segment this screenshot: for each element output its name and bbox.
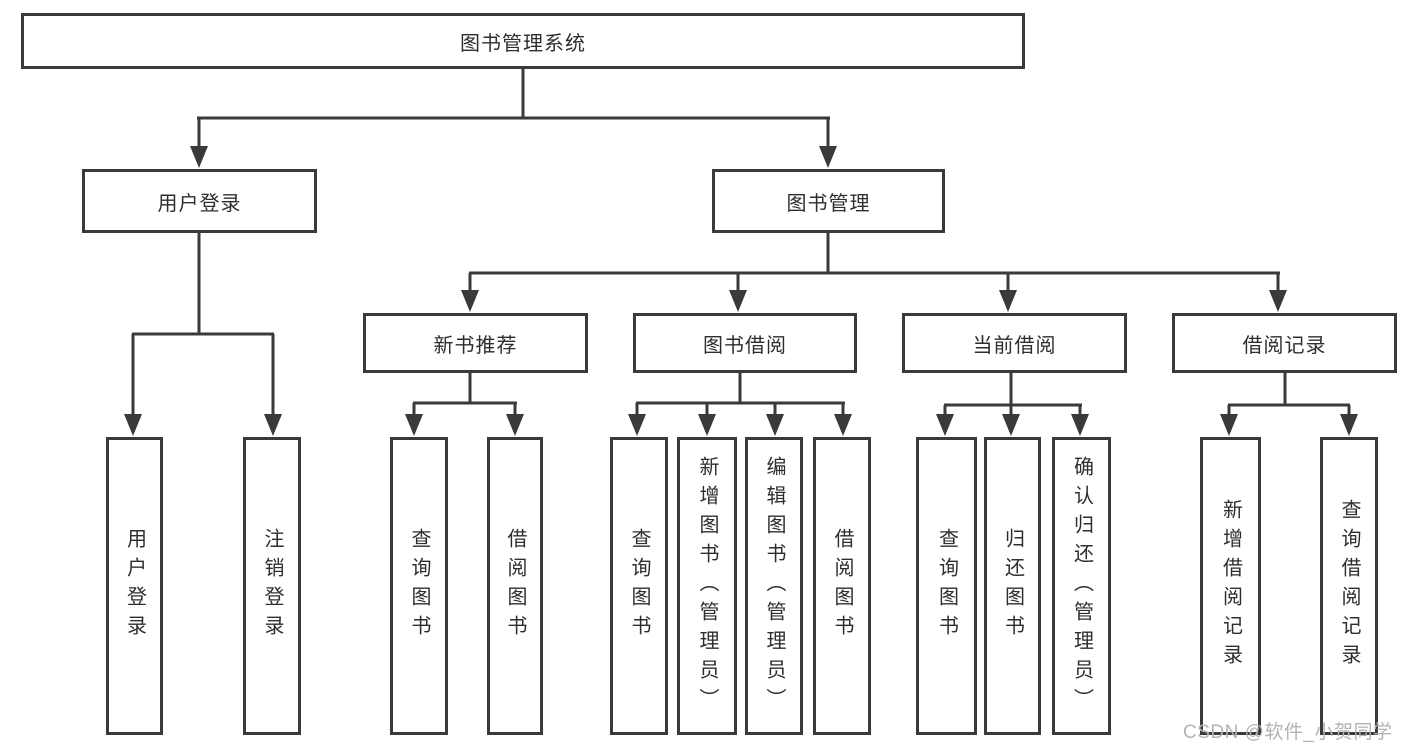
- node-label: 图书管理系统: [460, 32, 586, 55]
- node-label: 图书管理: [786, 192, 871, 215]
- leaf-query-books-current: 查询图书: [916, 437, 977, 735]
- csdn-watermark: CSDN @软件_小贺同学: [1183, 722, 1393, 743]
- node-label: 图书借阅: [703, 334, 787, 357]
- node-borrow-records: 借阅记录: [1172, 313, 1397, 373]
- node-book-borrow: 图书借阅: [633, 313, 857, 373]
- leaf-confirm-return-admin: 确认归还（管理员）: [1052, 437, 1111, 735]
- leaf-label: 确认归还（管理员）: [1070, 455, 1093, 717]
- leaf-label: 查询图书: [628, 528, 650, 644]
- node-label: 借阅记录: [1242, 334, 1327, 357]
- node-label: 新书推荐: [433, 334, 518, 357]
- leaf-label: 新增借阅记录: [1219, 499, 1242, 673]
- node-root-library-system: 图书管理系统: [21, 13, 1025, 69]
- leaf-borrow-books: 借阅图书: [813, 437, 871, 735]
- leaf-label: 借阅图书: [831, 528, 853, 644]
- leaf-add-books-admin: 新增图书（管理员）: [677, 437, 737, 735]
- leaf-label: 借阅图书: [504, 528, 526, 644]
- leaf-logout: 注销登录: [243, 437, 301, 735]
- leaf-user-login: 用户登录: [106, 437, 163, 735]
- leaf-query-books-borrow: 查询图书: [610, 437, 668, 735]
- node-label: 用户登录: [157, 192, 242, 215]
- leaf-label: 新增图书（管理员）: [696, 455, 718, 717]
- leaf-label: 用户登录: [123, 528, 146, 644]
- node-book-management: 图书管理: [712, 169, 945, 233]
- leaf-label: 归还图书: [1001, 528, 1024, 644]
- node-user-login: 用户登录: [82, 169, 317, 233]
- leaf-label: 编辑图书（管理员）: [763, 455, 785, 717]
- leaf-query-books-recommend: 查询图书: [390, 437, 448, 735]
- leaf-label: 注销登录: [261, 528, 283, 644]
- leaf-add-borrow-record: 新增借阅记录: [1200, 437, 1261, 735]
- node-current-borrow: 当前借阅: [902, 313, 1127, 373]
- node-label: 当前借阅: [972, 334, 1057, 357]
- leaf-label: 查询图书: [935, 528, 958, 644]
- leaf-edit-books-admin: 编辑图书（管理员）: [745, 437, 803, 735]
- leaf-label: 查询借阅记录: [1338, 499, 1360, 673]
- arrowheads: [124, 146, 1358, 436]
- leaf-borrow-books-recommend: 借阅图书: [487, 437, 543, 735]
- leaf-query-borrow-record: 查询借阅记录: [1320, 437, 1378, 735]
- leaf-return-books: 归还图书: [984, 437, 1041, 735]
- leaf-label: 查询图书: [408, 528, 430, 644]
- node-new-book-recommend: 新书推荐: [363, 313, 588, 373]
